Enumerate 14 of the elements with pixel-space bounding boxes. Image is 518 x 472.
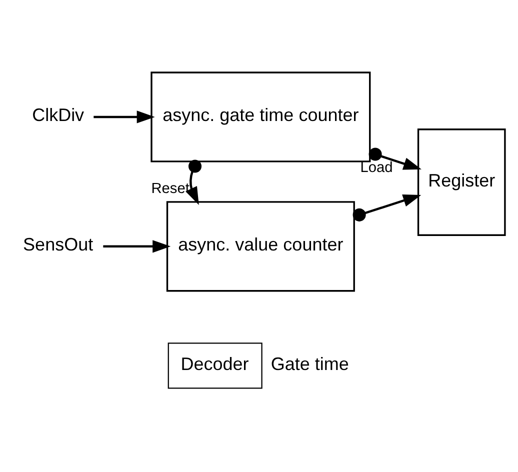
node-box: async. gate time counter <box>150 72 371 162</box>
node-box: Decoder <box>168 342 262 389</box>
node-text: ClkDiv <box>32 105 84 126</box>
arrow <box>94 110 155 124</box>
node-label: Gate time <box>270 354 349 374</box>
edge-label: Load <box>360 160 393 176</box>
arrow <box>352 194 422 222</box>
arrow <box>368 148 422 170</box>
edge-label: Reset <box>151 181 190 198</box>
node-text: SensOut <box>23 234 94 255</box>
node-box: Register <box>417 128 506 236</box>
arrow <box>103 240 171 253</box>
node-box: async. value counter <box>166 201 355 292</box>
arrow <box>186 160 202 205</box>
